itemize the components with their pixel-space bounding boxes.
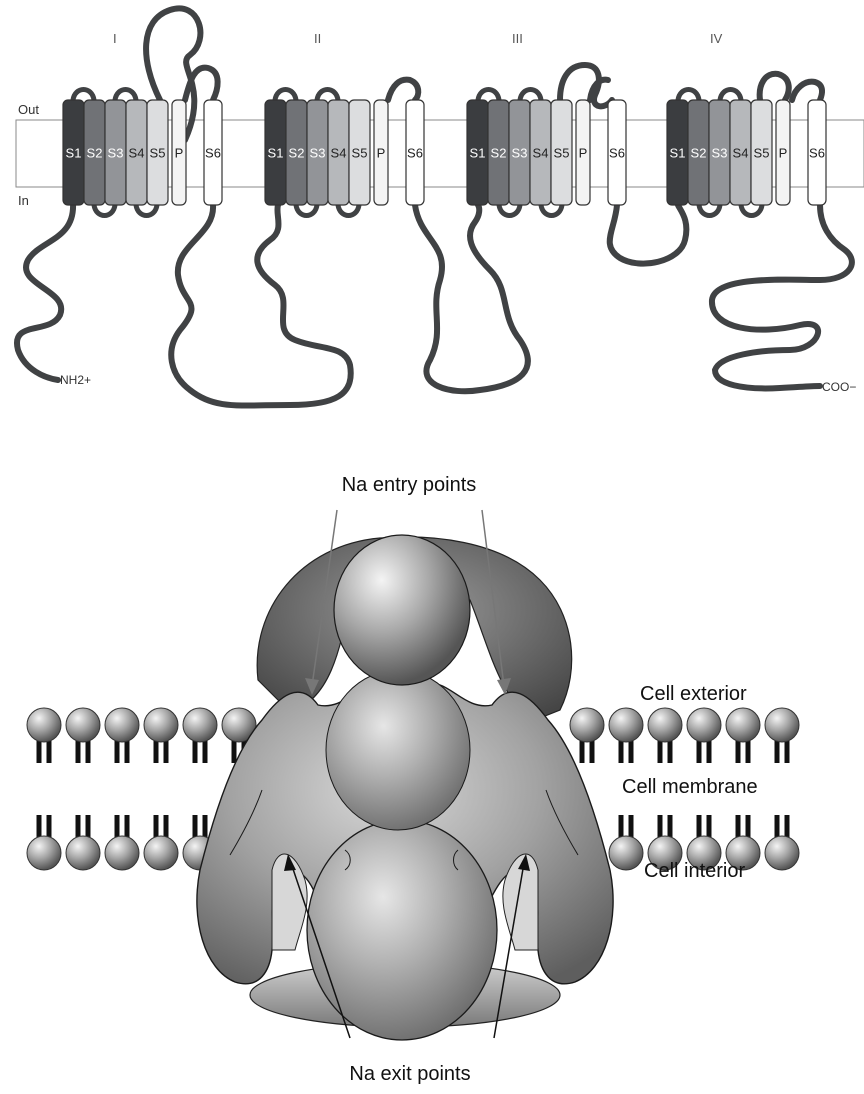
outer-lipid	[726, 708, 760, 763]
segment-label-s6-domain-3: S6	[609, 146, 625, 161]
outer-lipid	[66, 708, 100, 763]
inner-lipid	[27, 815, 61, 870]
segment-label-p-domain-2: P	[377, 146, 386, 161]
inner-lipid	[105, 815, 139, 870]
out-label: Out	[18, 102, 39, 117]
segment-label-s4-domain-1: S4	[129, 146, 145, 161]
segment-label-s4-domain-2: S4	[331, 146, 347, 161]
outer-lipid	[765, 708, 799, 763]
sodium-channel-topology-diagram: Out In I II III IV	[0, 0, 864, 450]
segment-label-s5-domain-3: S5	[554, 146, 570, 161]
segment-label-s6-domain-4: S6	[809, 146, 825, 161]
segment-label-p-domain-4: P	[779, 146, 788, 161]
cell-membrane-label: Cell membrane	[622, 776, 758, 798]
outer-lipid	[609, 708, 643, 763]
domain-label-3: III	[512, 31, 523, 46]
segment-label-p-domain-3: P	[579, 146, 588, 161]
outer-lipid	[183, 708, 217, 763]
segment-label-s5-domain-4: S5	[754, 146, 770, 161]
channel-bottom-lobe	[307, 820, 497, 1040]
channel-middle-lobe	[326, 670, 470, 830]
segment-label-s3-domain-2: S3	[310, 146, 326, 161]
inner-lipid	[609, 815, 643, 870]
segment-label-s1-domain-2: S1	[268, 146, 284, 161]
segment-label-s4-domain-3: S4	[533, 146, 549, 161]
segment-label-s6-domain-1: S6	[205, 146, 221, 161]
outer-lipid	[648, 708, 682, 763]
segment-label-s4-domain-4: S4	[733, 146, 749, 161]
na-exit-label: Na exit points	[349, 1063, 470, 1085]
segment-label-s2-domain-4: S2	[691, 146, 707, 161]
channel-head-lobe	[334, 535, 470, 685]
segment-label-s3-domain-1: S3	[108, 146, 124, 161]
outer-lipid	[687, 708, 721, 763]
segment-label-s2-domain-3: S2	[491, 146, 507, 161]
domain-label-4: IV	[710, 31, 723, 46]
segment-label-s6-domain-2: S6	[407, 146, 423, 161]
segment-label-s1-domain-3: S1	[470, 146, 486, 161]
outer-lipid	[144, 708, 178, 763]
segment-label-s3-domain-4: S3	[712, 146, 728, 161]
segment-label-s5-domain-2: S5	[352, 146, 368, 161]
segment-label-s1-domain-4: S1	[670, 146, 686, 161]
polypeptide-chain	[17, 8, 852, 405]
segment-label-p-domain-1: P	[175, 146, 184, 161]
cell-interior-label: Cell interior	[644, 860, 745, 882]
inner-lipid	[144, 815, 178, 870]
sodium-channel-3d-illustration: Na entry points Na exit points Cell exte…	[0, 450, 864, 1094]
inner-lipid	[66, 815, 100, 870]
c-terminus-label: COO−	[822, 380, 856, 394]
segment-label-s1-domain-1: S1	[66, 146, 82, 161]
in-label: In	[18, 193, 29, 208]
segment-label-s3-domain-3: S3	[512, 146, 528, 161]
outer-lipid	[570, 708, 604, 763]
cell-exterior-label: Cell exterior	[640, 683, 747, 705]
outer-lipid	[27, 708, 61, 763]
inner-lipid	[765, 815, 799, 870]
outer-lipid	[105, 708, 139, 763]
domain-label-2: II	[314, 31, 321, 46]
n-terminus-label: NH2+	[60, 373, 91, 387]
segment-label-s2-domain-1: S2	[87, 146, 103, 161]
segment-label-s2-domain-2: S2	[289, 146, 305, 161]
na-entry-label: Na entry points	[342, 474, 477, 496]
segment-label-s5-domain-1: S5	[150, 146, 166, 161]
domain-label-1: I	[113, 31, 117, 46]
